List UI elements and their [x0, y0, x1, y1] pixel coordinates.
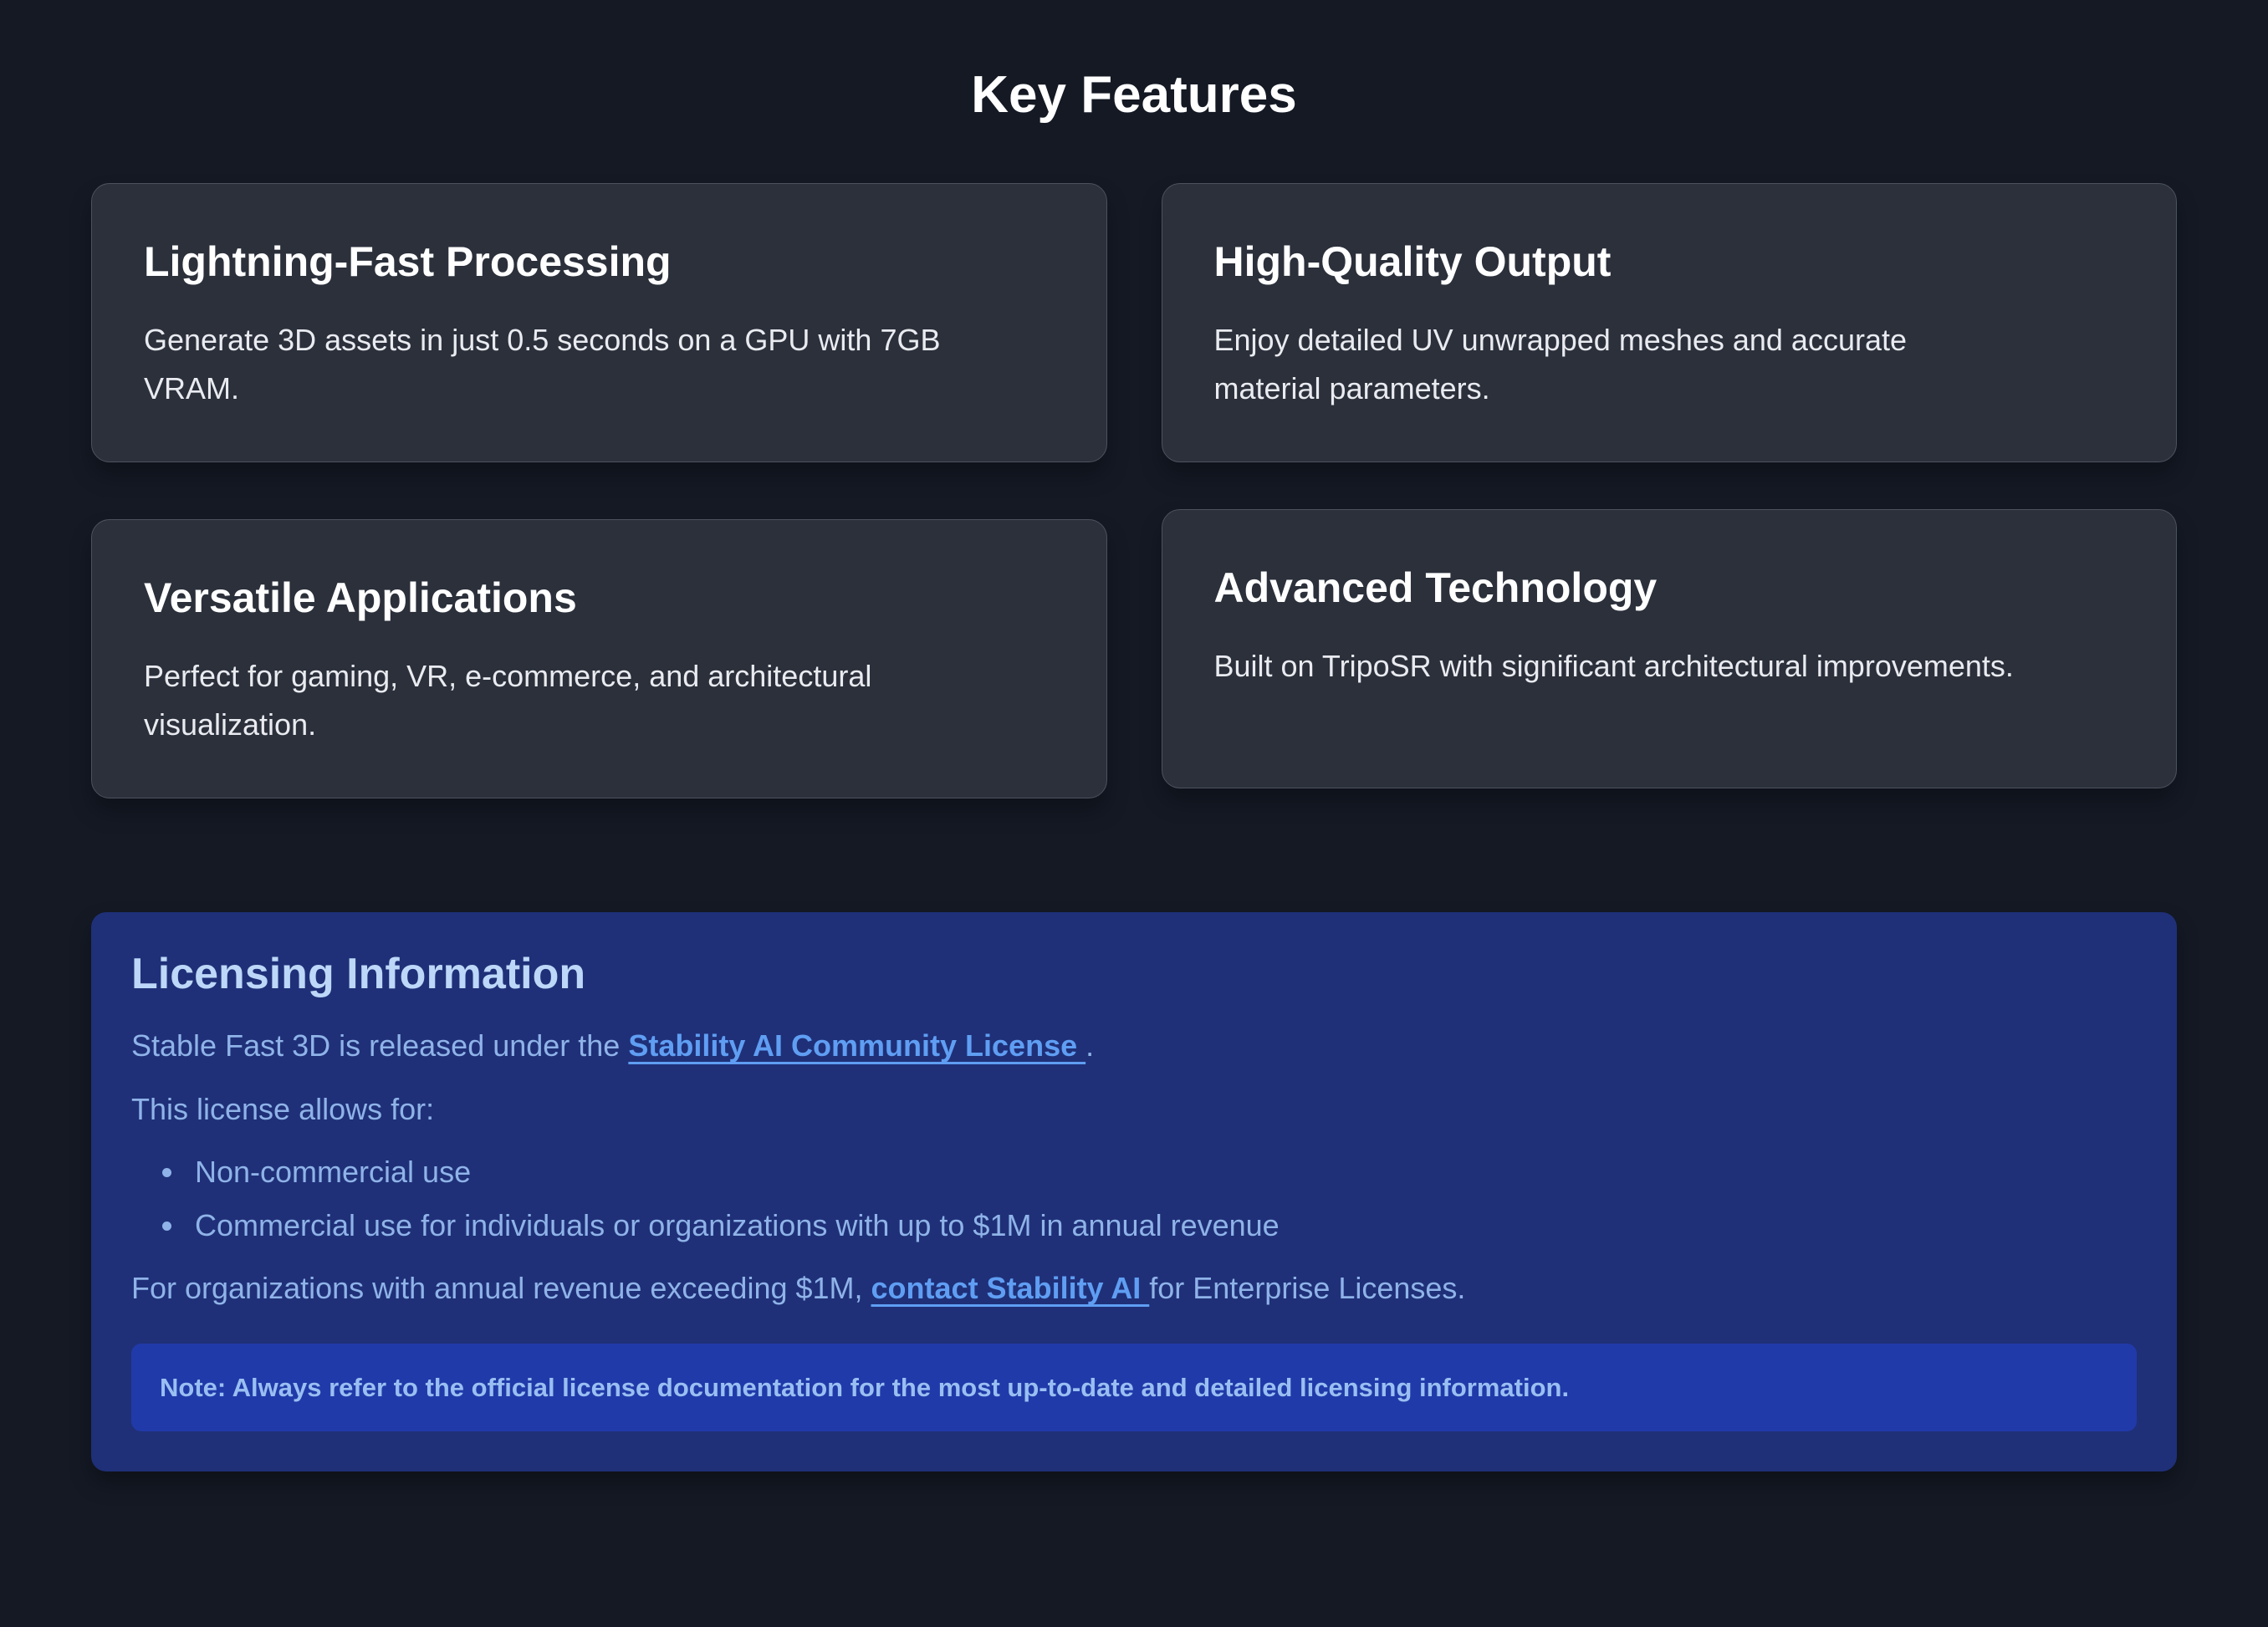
licensing-intro: Stable Fast 3D is released under the Sta…	[131, 1024, 2137, 1068]
feature-card-lightning-fast-processing: Lightning-Fast Processing Generate 3D as…	[91, 183, 1107, 462]
feature-card-title: High-Quality Output	[1213, 238, 1612, 285]
licensing-title: Licensing Information	[131, 950, 586, 998]
licensing-intro-text: Stable Fast 3D is released under the	[131, 1028, 629, 1063]
licensing-note: Note: Always refer to the official licen…	[131, 1344, 2137, 1431]
feature-card-description: Built on TripoSR with significant archit…	[1213, 649, 2014, 683]
list-item-non-commercial-use: Non-commercial use	[186, 1153, 2137, 1191]
license-allowances-list: Non-commercial use Commercial use for in…	[131, 1153, 2137, 1245]
licensing-allows-label: This license allows for:	[131, 1092, 435, 1126]
feature-card-description: Generate 3D assets in just 0.5 seconds o…	[144, 323, 941, 405]
stability-ai-community-license-link[interactable]: Stability AI Community License	[628, 1028, 1086, 1063]
feature-card-title: Versatile Applications	[144, 574, 577, 621]
feature-card-versatile-applications: Versatile Applications Perfect for gamin…	[91, 519, 1107, 798]
feature-card-title: Advanced Technology	[1213, 564, 1658, 611]
licensing-panel: Licensing Information Stable Fast 3D is …	[91, 912, 2177, 1471]
feature-card-title: Lightning-Fast Processing	[144, 238, 672, 285]
page-title: Key Features	[971, 66, 1297, 124]
list-item-commercial-use: Commercial use for individuals or organi…	[186, 1206, 2137, 1245]
licensing-enterprise: For organizations with annual revenue ex…	[131, 1267, 2137, 1310]
feature-card-advanced-technology: Advanced Technology Built on TripoSR wit…	[1161, 509, 2177, 788]
feature-card-high-quality-output: High-Quality Output Enjoy detailed UV un…	[1161, 183, 2177, 462]
features-grid: Lightning-Fast Processing Generate 3D as…	[91, 183, 2177, 798]
feature-card-description: Enjoy detailed UV unwrapped meshes and a…	[1213, 323, 1908, 405]
licensing-enterprise-suffix: for Enterprise Licenses.	[1149, 1271, 1466, 1305]
licensing-intro-period: .	[1085, 1028, 1095, 1063]
contact-stability-ai-link[interactable]: contact Stability AI	[871, 1271, 1150, 1305]
key-features-page: Key Features Lightning-Fast Processing G…	[91, 65, 2177, 1471]
licensing-enterprise-text: For organizations with annual revenue ex…	[131, 1271, 871, 1305]
feature-card-description: Perfect for gaming, VR, e-commerce, and …	[144, 659, 872, 742]
